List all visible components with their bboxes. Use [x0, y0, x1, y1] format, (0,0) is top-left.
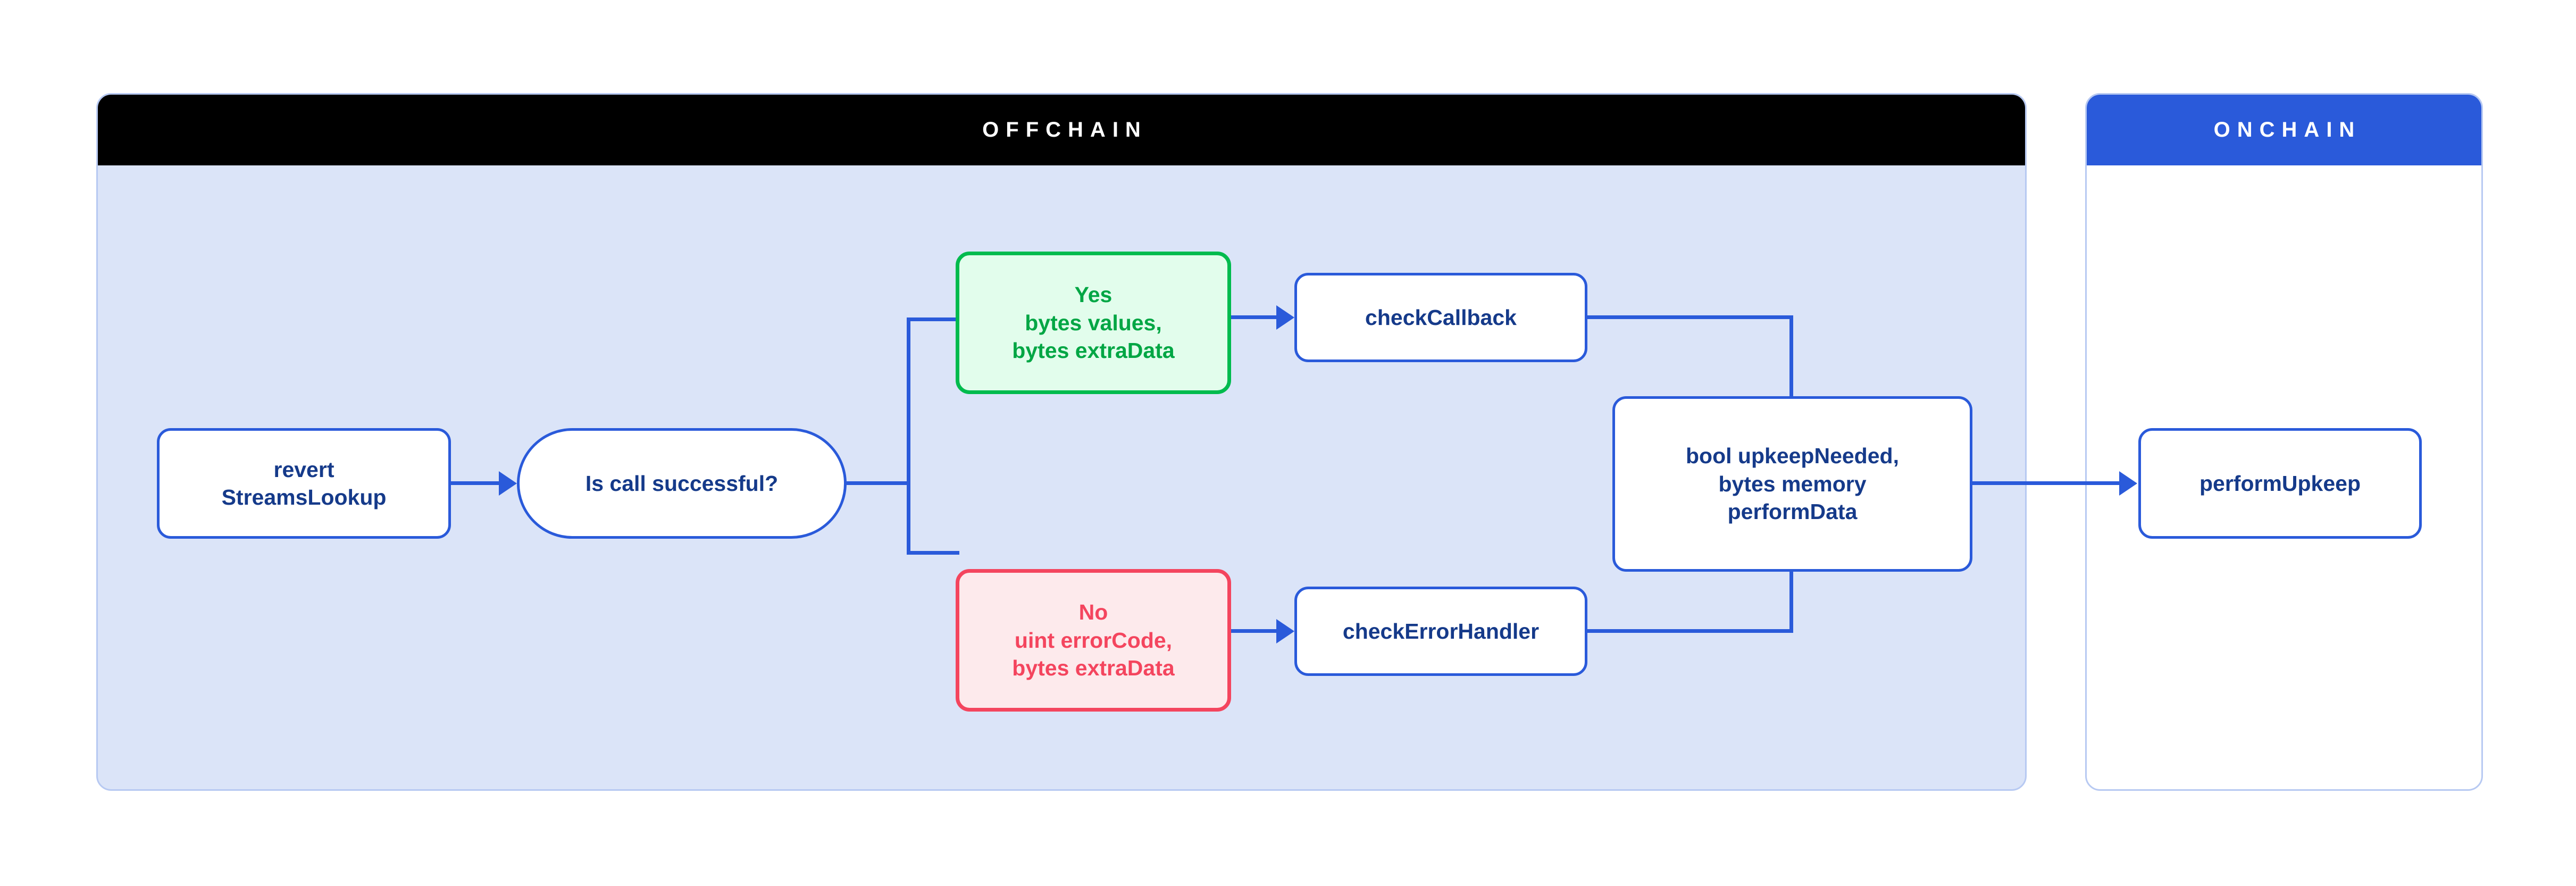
node-perform-upkeep[interactable]: performUpkeep — [2138, 428, 2422, 539]
edge-merge-up — [1789, 569, 1793, 633]
node-upkeep-needed-perform-data[interactable]: bool upkeepNeeded, bytes memory performD… — [1612, 396, 1972, 572]
edge-no-to-check-error-handler — [1231, 629, 1278, 633]
node-check-error-handler[interactable]: checkErrorHandler — [1294, 587, 1587, 676]
edge-branch-to-yes — [907, 317, 959, 321]
edge-branch-to-no — [907, 551, 959, 555]
edge-result-to-perform-upkeep — [1972, 481, 2121, 485]
edge-revert-to-decision — [451, 481, 500, 485]
offchain-panel-title: OFFCHAIN — [98, 95, 2025, 165]
arrowhead-check-callback — [1276, 305, 1294, 330]
edge-check-callback-to-merge — [1587, 315, 1793, 319]
node-no-branch[interactable]: No uint errorCode, bytes extraData — [956, 569, 1231, 712]
node-revert-streamslookup[interactable]: revert StreamsLookup — [157, 428, 451, 539]
arrowhead-perform-upkeep — [2119, 471, 2137, 496]
edge-check-error-handler-to-merge — [1587, 629, 1793, 633]
node-yes-branch[interactable]: Yes bytes values, bytes extraData — [956, 252, 1231, 394]
edge-yes-to-check-callback — [1231, 315, 1278, 319]
onchain-panel-title: ONCHAIN — [2087, 95, 2481, 165]
edge-decision-to-branch — [847, 481, 910, 485]
edge-branch-spine — [907, 317, 910, 555]
arrowhead-check-error-handler — [1276, 619, 1294, 643]
arrowhead-decision — [499, 471, 517, 496]
edge-merge-down — [1789, 315, 1793, 399]
node-check-callback[interactable]: checkCallback — [1294, 273, 1587, 362]
node-is-call-successful[interactable]: Is call successful? — [517, 428, 847, 539]
